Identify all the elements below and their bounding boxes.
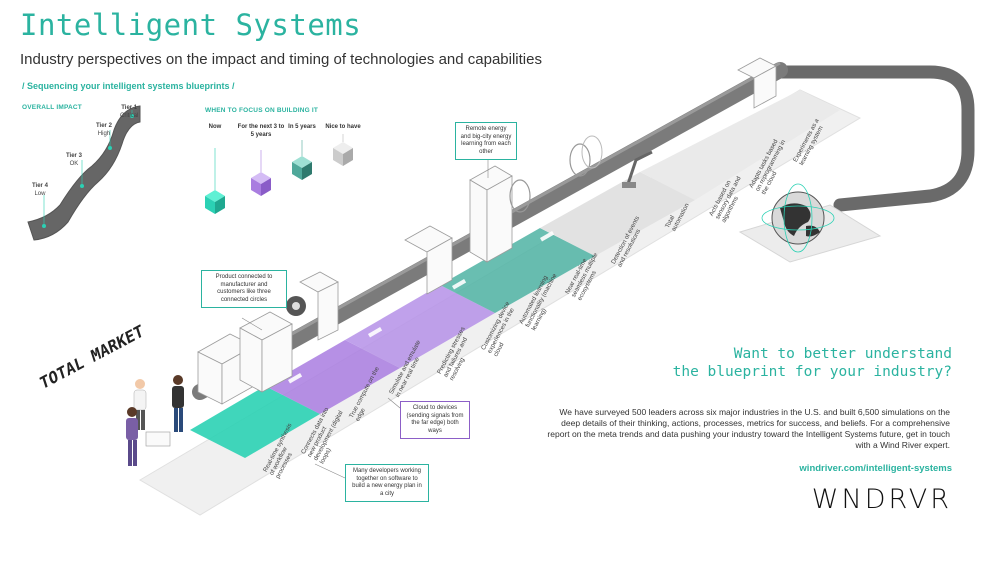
robot-arm-icon — [626, 150, 653, 185]
zone-tier2-purple — [265, 340, 400, 414]
zone-tier2-teal — [190, 386, 320, 458]
overall-impact-label: OVERALL IMPACT — [22, 104, 82, 111]
tier-marks — [288, 231, 555, 384]
zone-tier1-teal — [440, 228, 595, 313]
cta-heading: Want to better understand the blueprint … — [672, 346, 952, 380]
cta-body: We have surveyed 500 leaders across six … — [547, 407, 950, 450]
page-title: Intelligent Systems — [20, 8, 362, 42]
focus-nice-to-have-label: Nice to have — [325, 124, 361, 130]
callout-cloud-devices: Cloud to devices (sending signals from t… — [400, 401, 470, 439]
machine-boxes — [197, 57, 777, 405]
zone-tier3-purple — [345, 285, 495, 368]
callout-remote-energy: Remote energy and big-city energy learni… — [455, 122, 517, 160]
wind-river-logo: WNDRVR — [811, 484, 952, 515]
cta-link[interactable]: windriver.com/intelligent-systems — [799, 463, 952, 474]
focus-cubes — [205, 134, 353, 214]
zone-gray-1 — [540, 172, 695, 256]
callout-product-connected: Product connected to manufacturer and cu… — [201, 270, 287, 308]
zone-gray-2 — [640, 90, 840, 200]
impact-wave — [27, 105, 141, 241]
page-subtitle: Industry perspectives on the impact and … — [20, 51, 542, 68]
section-tag: / Sequencing your intelligent systems bl… — [22, 81, 235, 91]
when-to-focus-label: WHEN TO FOCUS ON BUILDING IT — [205, 107, 319, 114]
ring-icon — [509, 179, 531, 213]
people-illustration — [126, 375, 184, 466]
callout-developers: Many developers working together on soft… — [345, 464, 429, 502]
focus-3-5-years-label: For the next 3 to 5 years — [237, 124, 285, 138]
focus-now-label: Now — [208, 124, 222, 130]
focus-5-years-label: In 5 years — [288, 124, 316, 130]
return-belt — [763, 65, 975, 212]
